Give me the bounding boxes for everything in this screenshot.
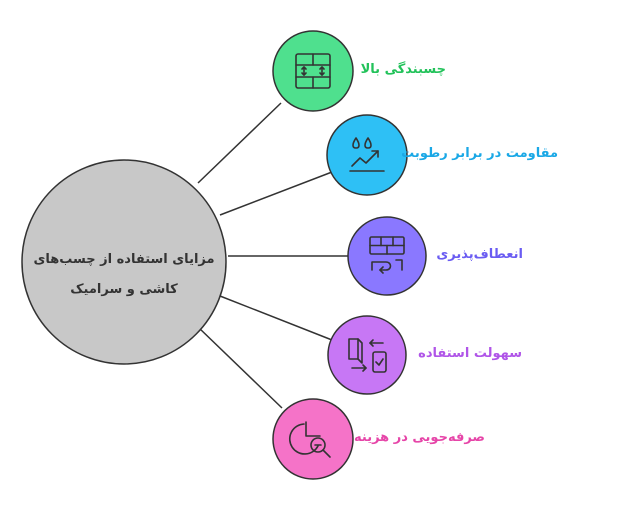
center-circle bbox=[21, 159, 227, 365]
connector-1 bbox=[197, 102, 282, 184]
benefit-node-2 bbox=[326, 114, 408, 196]
center-title: مزایای استفاده از چسب‌های کاشی و سرامیک bbox=[32, 245, 216, 305]
connector-5 bbox=[197, 326, 283, 409]
center-title-line-2: کاشی و سرامیک bbox=[70, 282, 178, 297]
ease-of-use-icon bbox=[348, 338, 387, 373]
center-title-line-1: مزایای استفاده از چسب‌های bbox=[33, 252, 215, 267]
flexibility-icon bbox=[369, 236, 405, 274]
benefit-label-cost-saving: صرفه‌جویی در هزینه bbox=[354, 430, 485, 445]
benefit-label-moisture-resistance: مقاومت در برابر رطوبت bbox=[401, 146, 558, 161]
benefit-node-3 bbox=[347, 216, 427, 296]
connector-4 bbox=[219, 295, 333, 341]
benefit-circle-2 bbox=[326, 114, 408, 196]
benefit-node-1 bbox=[272, 30, 354, 112]
benefit-node-5 bbox=[272, 398, 354, 480]
benefit-circle-4 bbox=[327, 315, 407, 395]
benefit-circle-1 bbox=[272, 30, 354, 112]
benefit-label-ease-of-use: سهولت استفاده bbox=[418, 346, 522, 361]
benefit-label-high-adhesion: چسبندگی بالا bbox=[360, 62, 446, 77]
tile-adhesion-icon bbox=[295, 53, 331, 89]
benefit-node-4 bbox=[327, 315, 407, 395]
moisture-resistance-icon bbox=[349, 137, 385, 172]
benefit-circle-3 bbox=[347, 216, 427, 296]
connector-2 bbox=[219, 171, 333, 216]
benefit-circle-5 bbox=[272, 398, 354, 480]
benefit-label-flexibility: انعطاف‌پذیری bbox=[436, 247, 523, 262]
connectors bbox=[197, 102, 350, 409]
cost-saving-icon bbox=[288, 421, 331, 458]
